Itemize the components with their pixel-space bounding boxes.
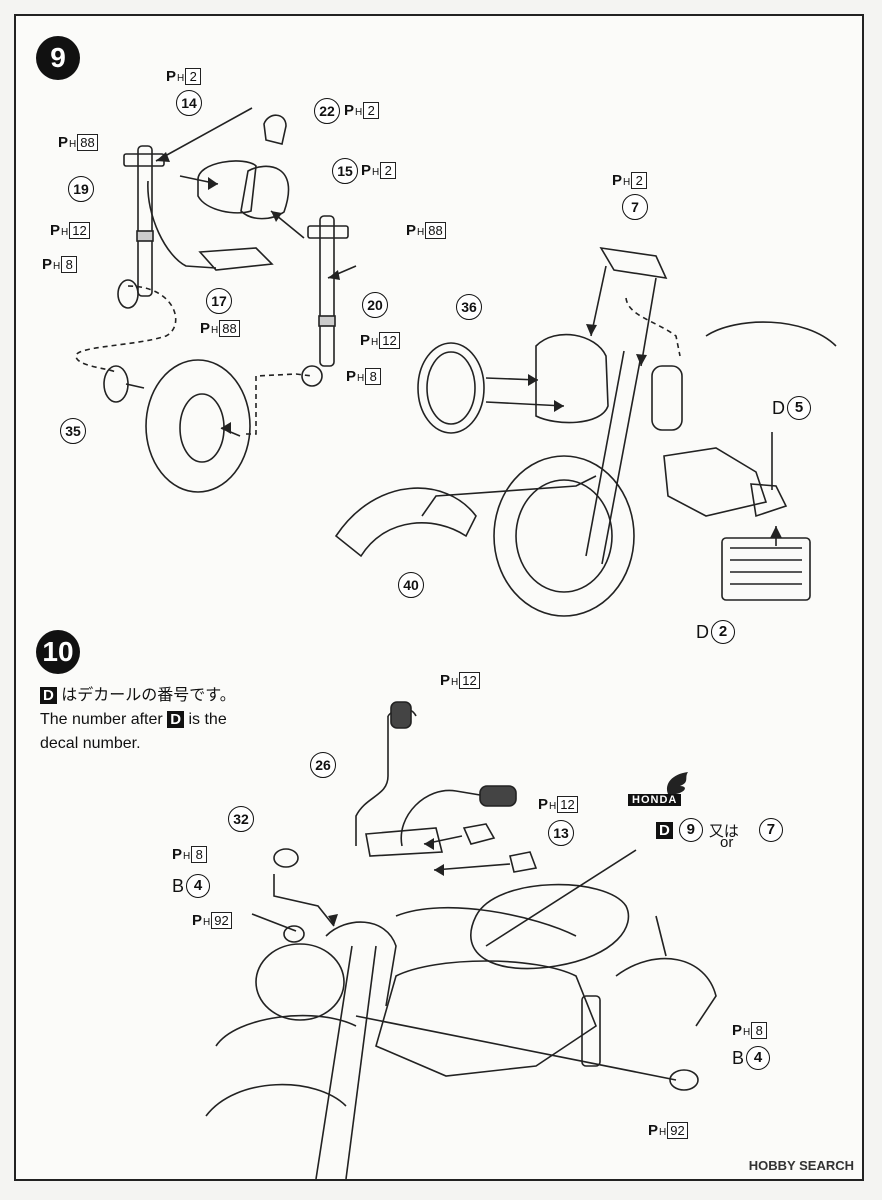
front-wheel bbox=[145, 359, 251, 493]
part-19: 19 bbox=[68, 176, 94, 202]
assembly-drawing bbox=[75, 107, 837, 1179]
shock bbox=[651, 365, 683, 431]
wing-icon bbox=[666, 772, 688, 794]
decal-5-spot bbox=[750, 483, 788, 518]
blinker-left bbox=[283, 925, 305, 943]
oil-cooler-d2 bbox=[721, 537, 811, 601]
blinker-right bbox=[669, 1069, 699, 1091]
step-10-badge: 10 bbox=[36, 630, 80, 674]
headlight-10 bbox=[255, 943, 345, 1021]
part-22: 22 bbox=[314, 98, 340, 124]
bracket-17 bbox=[198, 247, 274, 271]
seat bbox=[470, 883, 630, 970]
nut-13a bbox=[462, 823, 496, 845]
nut-13b bbox=[509, 851, 538, 873]
bolt-22 bbox=[263, 114, 287, 145]
right-fork-20 bbox=[301, 215, 349, 387]
part-32: 32 bbox=[228, 806, 254, 832]
top-plate-7 bbox=[599, 246, 668, 280]
left-fork-19 bbox=[117, 145, 165, 309]
honda-logo: HONDA bbox=[628, 768, 702, 808]
headlight-case bbox=[535, 333, 609, 424]
front-wheel-assembled bbox=[493, 455, 635, 617]
part-15: 15 bbox=[332, 158, 358, 184]
rear-shock bbox=[581, 995, 601, 1067]
part-32 bbox=[273, 848, 299, 868]
part-40: 40 bbox=[398, 572, 424, 598]
part-35: 35 bbox=[60, 418, 86, 444]
part-20: 20 bbox=[362, 292, 388, 318]
part-7: 7 bbox=[622, 194, 648, 220]
hub-35 bbox=[103, 365, 129, 403]
engine-10 bbox=[375, 960, 597, 1077]
handlebar-26 bbox=[355, 716, 389, 846]
headlight-36 bbox=[417, 342, 485, 434]
part-13: 13 bbox=[548, 820, 574, 846]
decal-honda-choice: D 9 又は 7 bbox=[656, 818, 783, 842]
headlight-case-15 bbox=[240, 165, 290, 220]
step-9-badge: 9 bbox=[36, 36, 80, 80]
part-36: 36 bbox=[456, 294, 482, 320]
part-14: 14 bbox=[176, 90, 202, 116]
part-26: 26 bbox=[310, 752, 336, 778]
or-label: or bbox=[720, 834, 734, 851]
fender-40 bbox=[334, 487, 477, 558]
headlight-case-14 bbox=[197, 160, 257, 214]
engine-fins bbox=[663, 447, 768, 517]
part-17: 17 bbox=[206, 288, 232, 314]
decal-note: D はデカールの番号です。 The number after D is the … bbox=[40, 687, 236, 752]
watermark: HOBBY SEARCH bbox=[748, 1158, 854, 1173]
